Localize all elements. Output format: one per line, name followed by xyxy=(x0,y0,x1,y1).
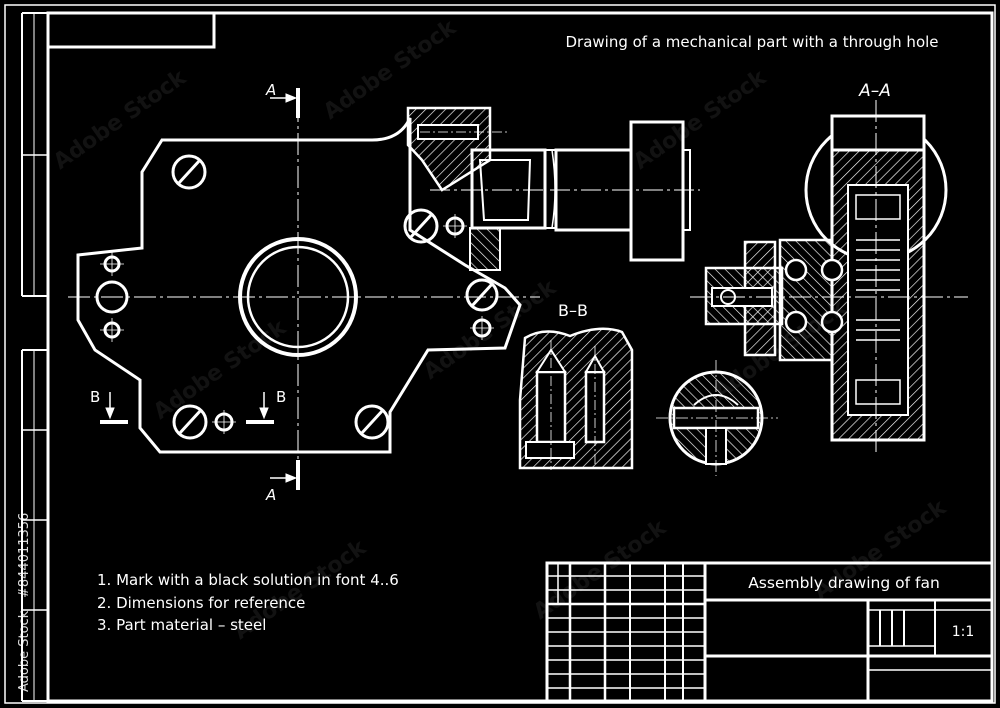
drawing-title: Drawing of a mechanical part with a thro… xyxy=(565,33,938,51)
section-markers xyxy=(100,88,300,490)
note-2: 2. Dimensions for reference xyxy=(97,594,305,612)
drawing-name: Assembly drawing of fan xyxy=(748,574,940,592)
section-bb-view xyxy=(518,327,634,470)
technical-notes: 1. Mark with a black solution in font 4.… xyxy=(97,571,399,634)
section-aa-title: A–A xyxy=(858,81,891,101)
note-1: 1. Mark with a black solution in font 4.… xyxy=(97,571,399,589)
section-label-a-top: A xyxy=(265,81,276,99)
section-bb-title: B–B xyxy=(558,301,588,320)
section-label-a-bottom: A xyxy=(265,486,276,504)
title-block xyxy=(545,561,994,703)
sheet-frame xyxy=(4,4,996,704)
note-3: 3. Part material – steel xyxy=(97,616,266,634)
round-section-view xyxy=(656,360,778,476)
scale-value: 1:1 xyxy=(952,624,975,640)
shaft-detail xyxy=(406,106,700,271)
section-label-b-left: B xyxy=(90,388,100,406)
plate-plan-view xyxy=(68,100,540,480)
section-label-b-right: B xyxy=(276,388,286,406)
section-aa-view xyxy=(690,100,968,452)
